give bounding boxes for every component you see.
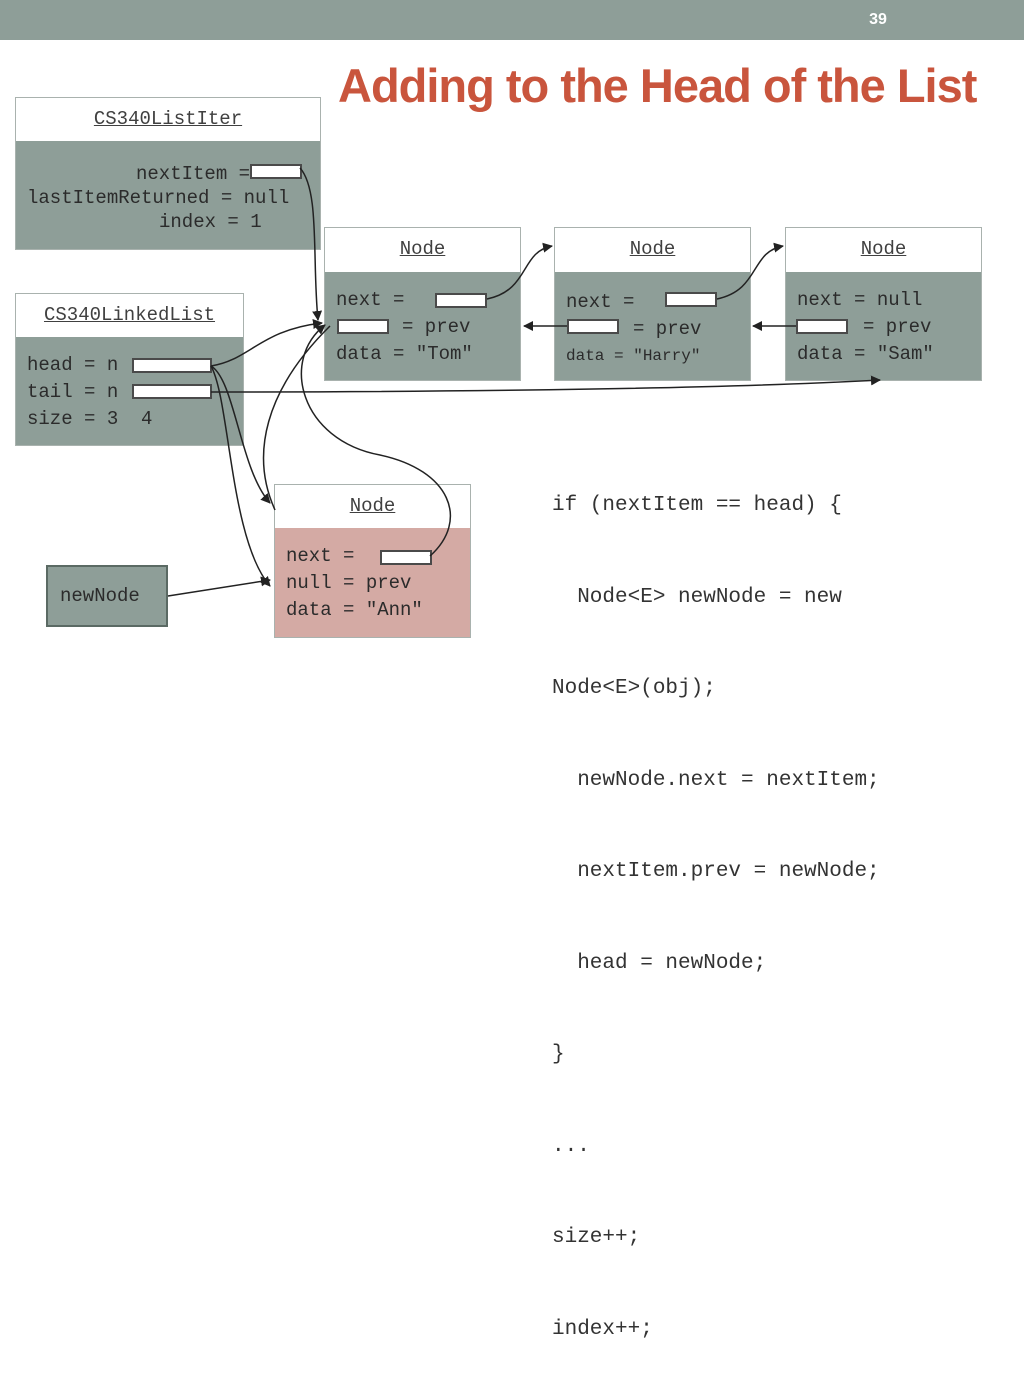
arrow-nextitem-to-tom bbox=[299, 167, 323, 321]
node-harry-data: data = "Harry" bbox=[566, 347, 701, 365]
code-line: if (nextItem == head) { bbox=[552, 494, 842, 517]
linked-list-box: CS340LinkedList head = n tail = n size =… bbox=[15, 293, 244, 446]
arrow-tom-prev-to-ann bbox=[262, 325, 331, 511]
arrow-head-to-ann bbox=[210, 365, 271, 504]
slide-title: Adding to the Head of the List bbox=[338, 59, 977, 112]
node-ann: Node next = null = prev data = "Ann" bbox=[274, 484, 471, 638]
node-harry-prev: = prev bbox=[633, 318, 702, 340]
list-iter-header: CS340ListIter bbox=[16, 98, 320, 140]
list-iter-box: CS340ListIter nextItem = lastItemReturne… bbox=[15, 97, 321, 250]
node-harry-prev-slot bbox=[567, 319, 619, 334]
node-sam-header: Node bbox=[786, 228, 981, 271]
size-field: size = 3 4 bbox=[27, 408, 153, 430]
list-iter-body: nextItem = lastItemReturned = null index… bbox=[16, 141, 320, 249]
node-tom-next: next = bbox=[336, 289, 405, 311]
node-tom-body: next = = prev data = "Tom" bbox=[325, 272, 520, 380]
code-line: head = newNode; bbox=[552, 951, 767, 975]
arrow-tom-next-to-harry bbox=[486, 242, 553, 300]
code-line: } bbox=[552, 1043, 565, 1066]
node-tom-prev-slot bbox=[337, 319, 389, 334]
next-item-slot bbox=[250, 164, 302, 179]
head-field: head = n bbox=[27, 354, 119, 376]
code-line: ... bbox=[552, 1134, 590, 1158]
arrow-ann-next-to-tom bbox=[300, 324, 452, 557]
node-sam-next: next = null bbox=[797, 289, 923, 311]
node-ann-body: next = null = prev data = "Ann" bbox=[275, 528, 470, 637]
arrow-head-to-tom bbox=[210, 319, 323, 367]
code-line: newNode.next = nextItem; bbox=[552, 768, 880, 792]
arrow-harry-next-to-sam bbox=[716, 242, 784, 300]
node-sam-body: next = null = prev data = "Sam" bbox=[786, 272, 981, 380]
node-tom-data: data = "Tom" bbox=[336, 343, 473, 365]
code-line: Node<E> newNode = new bbox=[552, 585, 842, 609]
pointer-arrows bbox=[167, 167, 881, 597]
node-harry-next-slot bbox=[665, 292, 717, 307]
node-harry-next: next = bbox=[566, 291, 635, 313]
node-harry-body: next = = prev data = "Harry" bbox=[555, 272, 750, 380]
node-ann-header: Node bbox=[275, 485, 470, 527]
slide-number: 39 bbox=[869, 11, 887, 28]
tail-field: tail = n bbox=[27, 381, 119, 403]
arrow-newnode-to-ann bbox=[167, 576, 271, 597]
node-sam-prev-slot bbox=[796, 319, 848, 334]
new-node-label: newNode bbox=[60, 585, 140, 607]
node-harry: Node next = = prev data = "Harry" bbox=[554, 227, 751, 381]
node-ann-next-slot bbox=[380, 550, 432, 565]
code-line: index++; bbox=[552, 1317, 653, 1341]
index-field: index = 1 bbox=[159, 211, 262, 233]
node-tom: Node next = = prev data = "Tom" bbox=[324, 227, 521, 381]
node-ann-data: data = "Ann" bbox=[286, 599, 423, 621]
next-item-field: nextItem = bbox=[136, 163, 251, 185]
code-line: Node<E>(obj); bbox=[552, 677, 716, 700]
node-ann-prev: null = prev bbox=[286, 572, 412, 594]
node-tom-header: Node bbox=[325, 228, 520, 271]
new-node-variable: newNode bbox=[46, 565, 168, 627]
arrow-tail-to-sam bbox=[210, 375, 881, 393]
node-ann-next: next = bbox=[286, 545, 355, 567]
last-item-returned-field: lastItemReturned = null bbox=[27, 187, 290, 209]
node-sam: Node next = null = prev data = "Sam" bbox=[785, 227, 982, 381]
node-tom-prev: = prev bbox=[402, 316, 471, 338]
node-sam-data: data = "Sam" bbox=[797, 343, 934, 365]
arrow-head-to-ann-alt bbox=[210, 365, 271, 587]
header-bar bbox=[0, 0, 1024, 40]
linked-list-header: CS340LinkedList bbox=[16, 294, 243, 336]
node-sam-prev: = prev bbox=[863, 316, 932, 338]
linked-list-body: head = n tail = n size = 3 4 bbox=[16, 337, 243, 445]
code-line: size++; bbox=[552, 1226, 641, 1249]
code-line: nextItem.prev = newNode; bbox=[552, 860, 880, 883]
node-tom-next-slot bbox=[435, 293, 487, 308]
node-harry-header: Node bbox=[555, 228, 750, 271]
